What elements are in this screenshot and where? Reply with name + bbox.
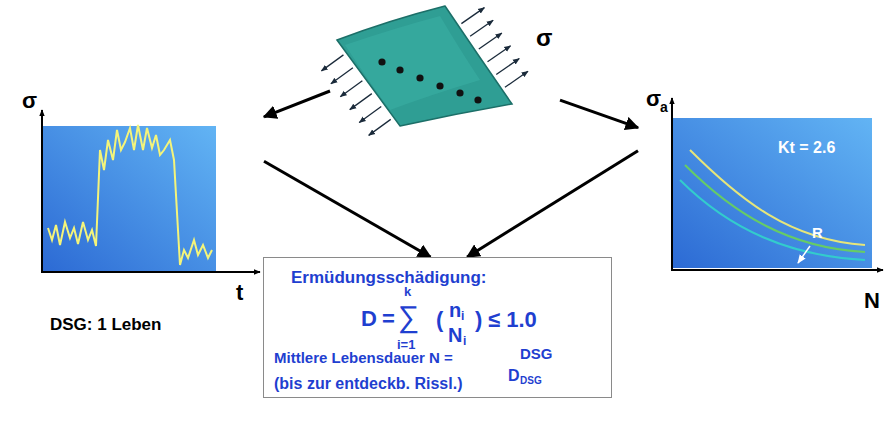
load-signal — [48, 125, 212, 265]
plate-illustration: σ — [330, 0, 560, 130]
r-pointer — [798, 246, 810, 263]
formula-symbol: n — [449, 300, 461, 320]
formula-symbol: ( — [436, 309, 443, 331]
formula-symbol: N — [448, 325, 462, 345]
formula-symbol: DSG — [520, 346, 553, 361]
formula-text: Mittlere Lebensdauer N = — [274, 350, 453, 365]
formula-symbol: D — [361, 308, 377, 330]
flow-arrow — [264, 91, 330, 117]
damage-formula-box: Ermüdungsschädigung:D=∑ki=1(niNi)≤ 1.0Mi… — [263, 257, 612, 398]
chart-background — [42, 126, 216, 272]
formula-subscript: i — [463, 335, 466, 347]
formula-symbol: ≤ 1.0 — [488, 309, 537, 331]
formula-symbol: = — [382, 308, 395, 330]
axis-label: t — [236, 282, 243, 304]
formula-subscript: i — [461, 310, 464, 322]
sum-symbol: ∑ — [398, 302, 419, 332]
plate-holes — [378, 58, 481, 103]
plate — [337, 6, 512, 126]
formula-symbol: D — [508, 368, 520, 384]
formula-subscript: DSG — [520, 376, 542, 386]
formula-heading: Ermüdungsschädigung: — [291, 269, 487, 286]
load-arrows — [321, 8, 528, 136]
x-axis — [41, 271, 260, 273]
sn-curve-chart: σa Kt = 2.6R N — [638, 84, 886, 314]
axis-label: σ — [646, 88, 661, 110]
formula-text: (bis zur entdeckb. Rissl.) — [274, 376, 462, 392]
life-note: DSG: 1 Leben — [50, 316, 161, 333]
sn-curve — [680, 180, 865, 260]
axis-subscript: a — [660, 100, 668, 114]
curve-label: R — [812, 225, 823, 240]
plate-shading — [345, 16, 480, 110]
flow-arrow — [264, 161, 431, 257]
flow-arrow — [560, 100, 638, 128]
axis-label: σ — [22, 90, 37, 112]
curve-label: Kt = 2.6 — [778, 140, 835, 156]
chart-background — [672, 118, 872, 268]
flow-arrow — [467, 151, 638, 257]
formula-symbol: ) — [475, 309, 482, 331]
sum-limit: k — [404, 285, 411, 298]
stress-symbol: σ — [536, 26, 552, 50]
axis-label: N — [864, 290, 880, 312]
y-axis — [671, 98, 673, 271]
y-axis — [41, 110, 43, 273]
load-time-chart: σt — [18, 88, 264, 310]
x-axis — [671, 269, 883, 271]
